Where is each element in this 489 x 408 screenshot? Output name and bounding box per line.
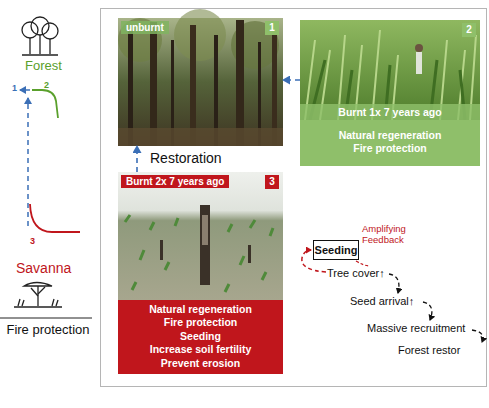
photo-panel: Burnt 2x 7 years ago 3 — [118, 172, 283, 300]
node-text: Prevent erosion — [118, 357, 283, 370]
node-text: 1 — [269, 23, 275, 33]
burnt-photo — [118, 172, 283, 300]
callout-number: 2 — [44, 80, 49, 90]
node-text: Seeding — [315, 245, 358, 256]
node-text: Increase soil fertility — [118, 343, 283, 356]
chain-arrow — [389, 274, 399, 293]
dashed-connector — [136, 146, 138, 172]
callout-number: 1 — [12, 83, 17, 93]
node-text: Seeding — [118, 330, 283, 343]
region-label: Savanna — [16, 260, 71, 276]
callout-number: 3 — [30, 236, 35, 246]
node-text: 3 — [269, 177, 275, 187]
chain-step: Tree cover↑ — [327, 267, 385, 280]
dashed-connector — [283, 79, 300, 81]
divider-line — [0, 318, 92, 319]
feedback-arrow — [356, 261, 370, 266]
callout-badge: 3 — [265, 175, 279, 189]
regrowth-photo — [300, 20, 480, 120]
photo-panel: unburnt 1 — [118, 18, 283, 146]
node-text: Fire protection — [300, 142, 480, 155]
chain-step: Seed arrival↑ — [350, 295, 414, 308]
blue-arrow — [20, 89, 30, 91]
callout-badge: 1 — [265, 21, 279, 35]
savanna-icon — [14, 283, 62, 308]
photo-panel: Burnt 1x 7 years ago 2 — [300, 20, 480, 120]
panel-frame — [101, 9, 487, 387]
callout-badge: 2 — [462, 23, 476, 37]
node-text: Burnt 2x 7 years ago — [121, 175, 229, 188]
chain-arrow — [423, 302, 432, 320]
arrow-label: Restoration — [150, 150, 222, 166]
savanna-curve — [30, 204, 80, 232]
forest-curve — [32, 90, 58, 118]
blue-dashed-arrow — [27, 98, 29, 226]
node-text: Fire protection — [118, 316, 283, 329]
region-label: Forest — [25, 59, 62, 74]
node-text: Natural regeneration — [118, 303, 283, 316]
feedback-label: Amplifying Feedback — [362, 224, 426, 246]
node-text: 2 — [466, 25, 472, 35]
forest-icon — [22, 17, 58, 55]
action-band: Natural regenerationFire protectionSeedi… — [118, 300, 283, 374]
chain-arrow — [472, 330, 483, 342]
chain-step: Forest restor — [398, 344, 460, 357]
node-text: unburnt — [121, 21, 169, 34]
forest-photo — [118, 9, 283, 146]
chain-step: Massive recruitment — [367, 322, 465, 335]
action-band: Natural regenerationFire protection — [300, 120, 480, 166]
node-text: Natural regeneration — [300, 129, 480, 142]
node-text: Burnt 1x 7 years ago — [300, 104, 480, 120]
process-box: Seeding — [313, 240, 359, 260]
axis-label: Fire protection — [2, 323, 94, 338]
